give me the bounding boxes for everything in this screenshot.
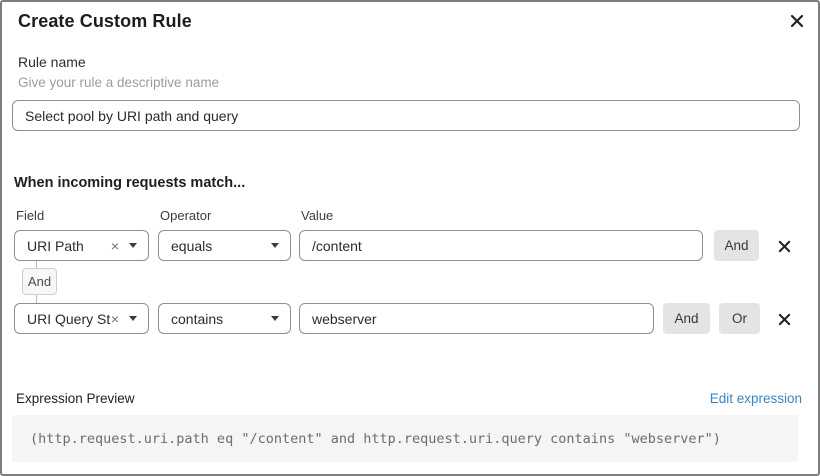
value-input-row2[interactable]	[299, 303, 654, 334]
column-label-operator: Operator	[160, 208, 212, 223]
condition-connector-badge: And	[22, 268, 57, 295]
chevron-down-icon	[129, 243, 137, 248]
operator-select-row1-value: equals	[171, 237, 213, 254]
field-select-row1-value: URI Path	[27, 237, 84, 254]
clear-selection-icon[interactable]: ×	[110, 237, 119, 254]
rule-name-label: Rule name	[18, 54, 86, 70]
remove-condition-icon-row2[interactable]	[773, 308, 795, 330]
value-input-row1[interactable]	[299, 230, 703, 261]
expression-preview-code: (http.request.uri.path eq "/content" and…	[12, 415, 798, 462]
remove-x-glyph	[778, 313, 790, 325]
operator-select-row2[interactable]: contains	[158, 303, 291, 334]
dialog-title: Create Custom Rule	[18, 11, 192, 31]
clear-selection-icon[interactable]: ×	[110, 310, 119, 327]
expression-preview-label: Expression Preview	[16, 391, 135, 406]
column-label-field: Field	[16, 208, 45, 223]
chevron-down-icon	[271, 243, 279, 248]
close-icon[interactable]	[787, 11, 807, 31]
chevron-down-icon	[129, 316, 137, 321]
add-and-condition-button-row2[interactable]: And	[663, 303, 710, 334]
remove-condition-icon-row1[interactable]	[773, 235, 795, 257]
field-select-row2-value: URI Query St...	[27, 310, 111, 327]
operator-select-row2-value: contains	[171, 310, 224, 327]
add-or-condition-button-row2[interactable]: Or	[719, 303, 760, 334]
match-conditions-heading: When incoming requests match...	[14, 175, 246, 191]
add-and-condition-button-row1[interactable]: And	[714, 230, 759, 261]
remove-x-glyph	[778, 240, 790, 252]
rule-name-input[interactable]	[12, 100, 800, 131]
chevron-down-icon	[271, 316, 279, 321]
operator-select-row1[interactable]: equals	[158, 230, 291, 261]
rule-name-hint: Give your rule a descriptive name	[18, 75, 220, 90]
close-x-glyph	[790, 14, 804, 28]
field-select-row1[interactable]: URI Path ×	[14, 230, 149, 261]
field-select-row2[interactable]: URI Query St... ×	[14, 303, 149, 334]
edit-expression-link[interactable]: Edit expression	[709, 391, 802, 406]
column-label-value: Value	[301, 208, 334, 223]
